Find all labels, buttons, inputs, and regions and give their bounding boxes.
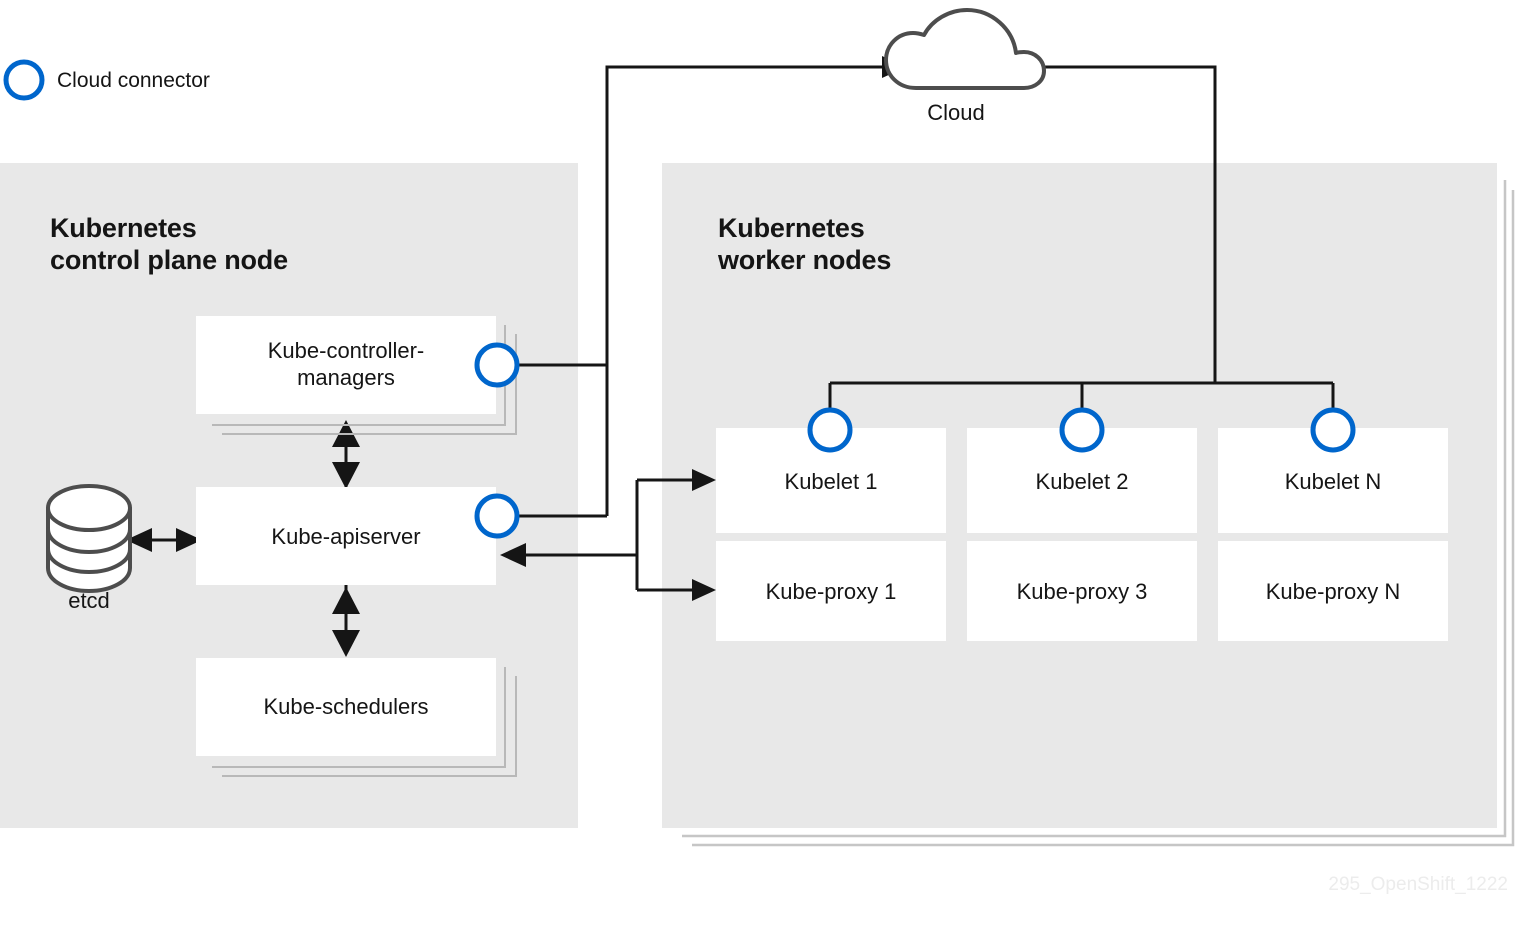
kube-schedulers-box[interactable] bbox=[196, 658, 496, 756]
kube-schedulers-label: Kube-schedulers bbox=[263, 694, 428, 719]
cloud-connector-icon-kubelet-n[interactable] bbox=[1310, 407, 1356, 453]
flow-riser-to-cloud bbox=[605, 65, 884, 516]
box-kube-controller-managers[interactable]: Kube-controller- managers bbox=[196, 316, 520, 435]
cloud-connector-icon-kubelet-2[interactable] bbox=[1059, 407, 1105, 453]
kube-apiserver-box[interactable] bbox=[196, 487, 496, 585]
kube-apiserver-label: Kube-apiserver bbox=[271, 524, 420, 549]
kube-controller-managers-box[interactable] bbox=[196, 316, 496, 414]
kube-schedulers-stack-line-1 bbox=[212, 667, 506, 768]
arrowhead-into-kube-proxy-1 bbox=[692, 579, 716, 601]
box-kube-schedulers[interactable]: Kube-schedulers bbox=[196, 658, 517, 777]
arrowhead-into-apiserver bbox=[500, 543, 526, 567]
arrowhead-into-etcd bbox=[126, 528, 152, 552]
flow-connections bbox=[126, 56, 1335, 657]
box-kube-apiserver[interactable]: Kube-apiserver bbox=[196, 487, 520, 585]
worker-nodes-panel-stack-line-2 bbox=[692, 190, 1515, 847]
arrowhead-up-to-apiserver bbox=[332, 587, 360, 614]
worker-column-1: Kubelet 1 Kube-proxy 1 bbox=[716, 407, 946, 641]
cloud-connector-icon-kubelet-1[interactable] bbox=[807, 407, 853, 453]
kube-proxy-1-box[interactable] bbox=[716, 541, 946, 641]
worker-nodes-title-line2: worker nodes bbox=[717, 245, 891, 275]
database-cylinder-icon bbox=[46, 484, 132, 593]
worker-column-3: Kubelet N Kube-proxy N bbox=[1218, 407, 1448, 641]
watermark-text: 295_OpenShift_1222 bbox=[1328, 874, 1508, 895]
arrowhead-down-to-apiserver bbox=[332, 462, 360, 489]
etcd-node: etcd bbox=[46, 484, 132, 613]
arrowhead-into-apiserver-from-etcd bbox=[176, 528, 202, 552]
kubelet-2-label: Kubelet 2 bbox=[1036, 469, 1129, 494]
legend-cloud-connector-icon bbox=[3, 59, 45, 101]
legend-label: Cloud connector bbox=[57, 69, 210, 92]
legend: Cloud connector bbox=[3, 59, 210, 101]
kube-proxy-n-box[interactable] bbox=[1218, 541, 1448, 641]
kube-proxy-n-label: Kube-proxy N bbox=[1266, 579, 1401, 604]
kubelet-n-label: Kubelet N bbox=[1285, 469, 1382, 494]
cloud-connector-icon-controller-managers[interactable] bbox=[474, 342, 520, 388]
flow-worker-tree-to-cloud bbox=[1030, 65, 1217, 383]
kube-proxy-3-label: Kube-proxy 3 bbox=[1017, 579, 1148, 604]
etcd-label: etcd bbox=[68, 588, 110, 613]
kube-proxy-1-label: Kube-proxy 1 bbox=[766, 579, 897, 604]
kube-schedulers-stack-line-2 bbox=[222, 676, 517, 777]
cloud-label: Cloud bbox=[927, 100, 984, 125]
cloud-connector-icon-apiserver[interactable] bbox=[474, 493, 520, 539]
cloud-icon bbox=[884, 8, 1046, 90]
arrowhead-down-to-schedulers bbox=[332, 630, 360, 657]
control-plane-title-line2: control plane node bbox=[50, 245, 288, 275]
arrowhead-into-kubelet-1 bbox=[692, 469, 716, 491]
kube-proxy-3-box[interactable] bbox=[967, 541, 1197, 641]
worker-column-2: Kubelet 2 Kube-proxy 3 bbox=[967, 407, 1197, 641]
worker-nodes-title-line1: Kubernetes bbox=[718, 213, 865, 243]
kube-controller-managers-label-line1: Kube-controller- bbox=[268, 338, 425, 363]
kube-controller-managers-label-line2: managers bbox=[297, 365, 395, 390]
cloud-node: Cloud bbox=[884, 8, 1046, 125]
worker-nodes-panel-stack-line-1 bbox=[682, 180, 1507, 838]
kubelet-1-label: Kubelet 1 bbox=[785, 469, 878, 494]
control-plane-title-line1: Kubernetes bbox=[50, 213, 197, 243]
